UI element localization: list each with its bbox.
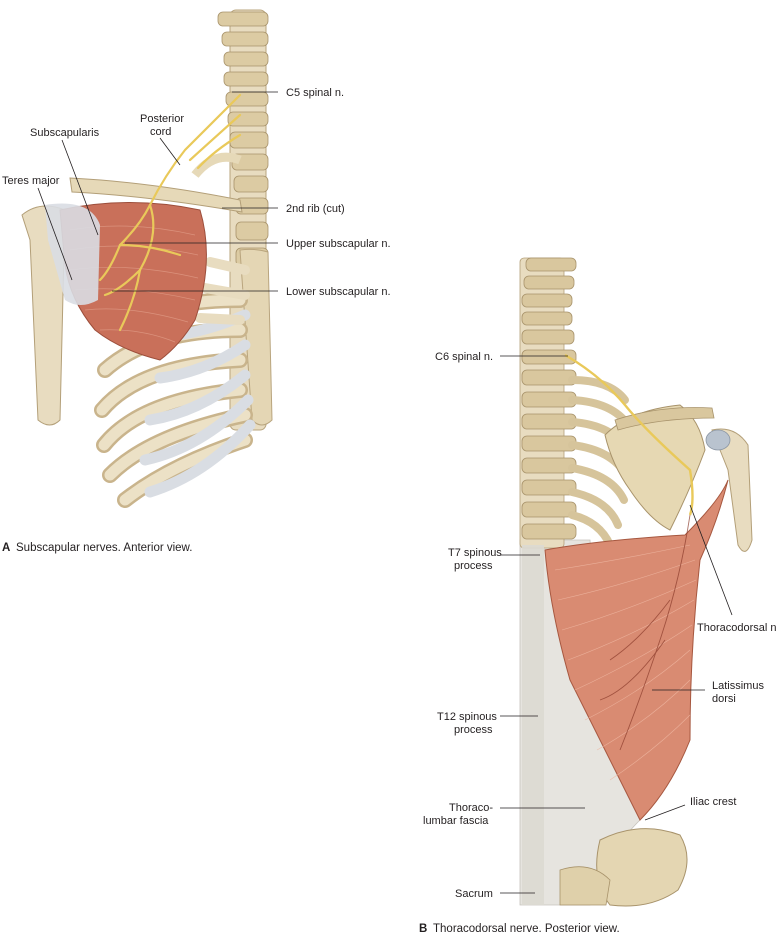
figure-a-caption: A Subscapular nerves. Anterior view. <box>2 542 192 554</box>
figure-a-labels: C5 spinal n. Posterior cord Subscapulari… <box>2 87 391 298</box>
label-lower-subscapular-n: Lower subscapular n. <box>286 286 391 298</box>
figure-b-caption: B Thoracodorsal nerve. Posterior view. <box>419 923 620 935</box>
label-teres-major: Teres major <box>2 175 60 187</box>
label-c6-spinal-n: C6 spinal n. <box>435 351 493 363</box>
subscapularis-muscle <box>45 202 207 361</box>
figure-b-labels: C6 spinal n. T7 spinous process Thoracod… <box>423 351 777 900</box>
label-t12-line1: T12 spinous <box>437 711 497 723</box>
label-thoracodorsal-n: Thoracodorsal n. <box>697 622 777 634</box>
ribcage-a <box>94 257 256 508</box>
label-c5-spinal-n: C5 spinal n. <box>286 87 344 99</box>
c6-nerve-b <box>564 353 694 516</box>
label-fascia-line2: lumbar fascia <box>423 815 489 827</box>
figure-b-illustration <box>519 257 753 907</box>
label-posterior-cord-line1: Posterior <box>140 113 184 125</box>
label-fascia-line1: Thoraco- <box>449 802 493 814</box>
humerus-b <box>705 428 753 552</box>
scapula <box>604 404 715 531</box>
figure-a-illustration <box>21 9 273 508</box>
caption-a-text: Subscapular nerves. Anterior view. <box>16 542 192 554</box>
label-upper-subscapular-n: Upper subscapular n. <box>286 238 391 250</box>
latissimus-dorsi-muscle <box>544 479 729 821</box>
label-latissimus-line2: dorsi <box>712 693 736 705</box>
label-posterior-cord-line2: cord <box>150 126 171 138</box>
label-t12-line2: process <box>454 724 493 736</box>
pelvis <box>559 828 688 907</box>
label-sacrum: Sacrum <box>455 888 493 900</box>
label-t7-line2: process <box>454 560 493 572</box>
spine-b <box>519 257 577 905</box>
caption-b-letter: B <box>419 923 427 935</box>
caption-b-text: Thoracodorsal nerve. Posterior view. <box>433 923 620 935</box>
label-latissimus-line1: Latissimus <box>712 680 764 692</box>
label-t7-line1: T7 spinous <box>448 547 502 559</box>
caption-a-letter: A <box>2 542 10 554</box>
label-iliac-crest: Iliac crest <box>690 796 736 808</box>
figure-b-leaders <box>500 355 733 894</box>
label-2nd-rib-cut: 2nd rib (cut) <box>286 203 345 215</box>
brachial-plexus-nerves <box>98 93 242 332</box>
label-subscapularis: Subscapularis <box>30 127 100 139</box>
figure-a-leaders <box>37 91 278 292</box>
